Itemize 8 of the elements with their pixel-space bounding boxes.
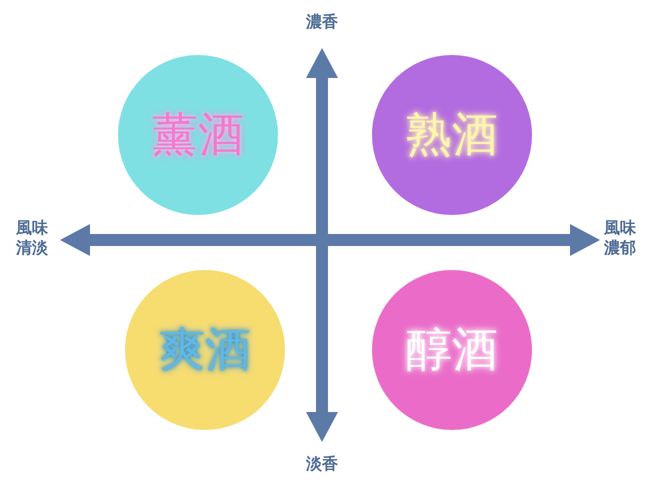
category-label: 熟酒 (406, 106, 498, 163)
axis-label: 淡香 (305, 454, 339, 474)
category-label: 薰酒 (152, 106, 244, 163)
axis-label: 風味清淡 (15, 218, 49, 258)
axis-label: 濃香 (305, 12, 339, 32)
axis-label: 風味濃郁 (603, 218, 637, 258)
category-label: 醇酒 (406, 321, 498, 378)
category-label: 爽酒 (159, 321, 251, 378)
